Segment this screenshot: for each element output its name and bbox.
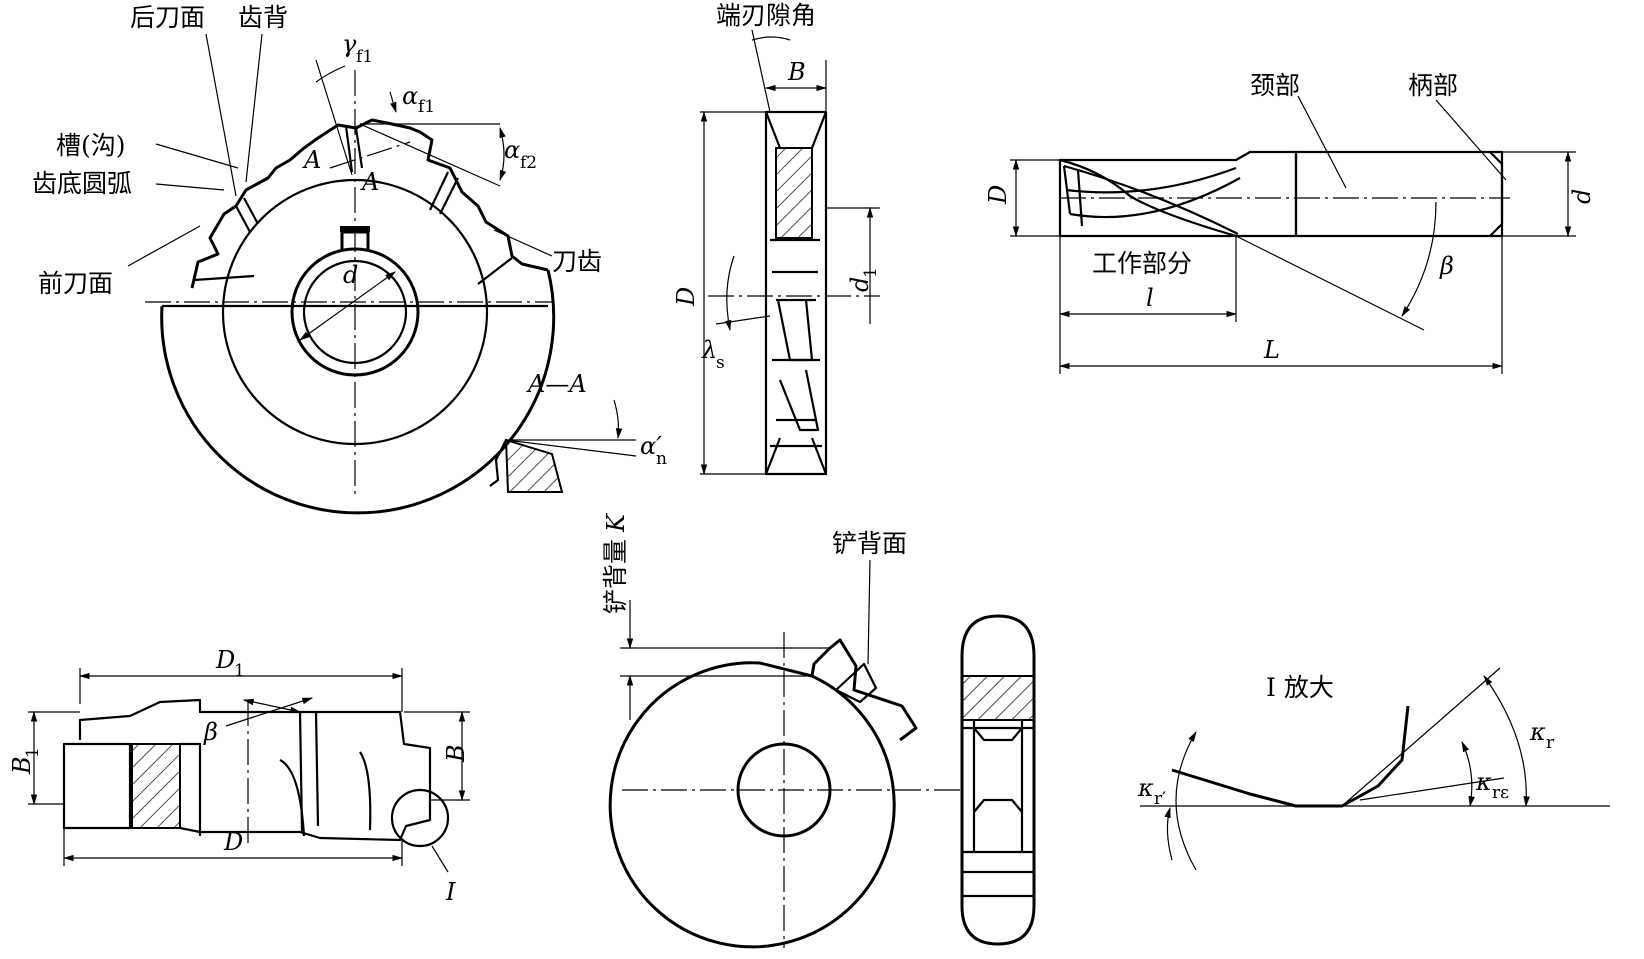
svg-text:α: α: [402, 82, 418, 110]
svg-text:K: K: [602, 512, 630, 533]
svg-text:r: r: [1546, 733, 1555, 753]
label-relief-amount: 铲背量 K: [601, 512, 630, 614]
svg-text:B: B: [8, 756, 36, 775]
label-detail-i: I: [445, 878, 456, 906]
section-aa-hatch: [504, 438, 564, 493]
view-end-mill: D d 工作部分 l L β 颈部 柄部: [984, 71, 1596, 374]
dim-B-top: B: [787, 58, 806, 86]
cutter-side-hatch: [775, 147, 813, 239]
outer-rim: [160, 269, 556, 515]
svg-text:f1: f1: [356, 47, 373, 67]
bore-d-label: d: [343, 261, 358, 289]
dim-D-endmill: D: [984, 185, 1012, 205]
svg-text:铲背量: 铲背量: [601, 539, 630, 614]
label-alpha-f2: α f2: [504, 136, 537, 173]
svg-text:α′: α′: [640, 432, 662, 460]
svg-text:d: d: [846, 277, 874, 292]
svg-text:λ: λ: [701, 336, 717, 364]
dim-B-shell: B: [442, 744, 470, 763]
end-mill-shank: [1294, 150, 1504, 238]
label-alpha-n: α′ n: [640, 432, 667, 469]
detail-circle: [390, 788, 450, 848]
section-aa-title: A—A: [526, 370, 587, 398]
label-rake-face: 前刀面: [38, 269, 113, 298]
form-cutter-rim: [608, 661, 896, 949]
svg-text:n: n: [656, 449, 667, 469]
shell-hub: [62, 742, 132, 830]
label-relieved-face: 铲背面: [832, 529, 907, 558]
svg-text:r′: r′: [1154, 789, 1166, 809]
dim-d-endmill: d: [1568, 189, 1596, 204]
svg-text:γ: γ: [342, 30, 357, 58]
label-enlarged: I 放大: [1266, 673, 1334, 702]
dim-B1: B 1: [8, 747, 43, 775]
svg-text:f1: f1: [418, 97, 435, 117]
view-shell-mill-section: D 1 D B 1 B β I: [8, 646, 470, 906]
label-tooth: 刀齿: [552, 247, 602, 276]
shell-hatch: [131, 743, 181, 829]
label-end-clearance: 端刃隙角: [716, 1, 816, 30]
end-mill-body: [1058, 150, 1298, 238]
svg-text:f2: f2: [520, 153, 537, 173]
detail-edge: [1171, 705, 1410, 808]
label-kappa-r-prime: κ r′: [1137, 774, 1166, 809]
section-a-left: A: [302, 146, 321, 174]
svg-text:D: D: [215, 646, 235, 674]
view-section-aa: A—A α′ n: [489, 370, 667, 493]
svg-text:κ: κ: [1137, 774, 1154, 802]
svg-text:s: s: [716, 353, 725, 373]
svg-text:1: 1: [234, 661, 245, 681]
view-detail-enlarged: I 放大 κ r κ rε κ r′: [1137, 667, 1610, 871]
label-beta-shell: β: [203, 718, 218, 746]
flute-1: [235, 205, 251, 233]
label-beta-endmill: β: [1439, 252, 1454, 280]
dim-D-side: D: [672, 287, 700, 307]
svg-text:κ: κ: [1475, 768, 1492, 796]
cutter-side-body: [764, 110, 828, 476]
dim-D1: D 1: [215, 646, 245, 681]
svg-text:1: 1: [23, 747, 43, 758]
form-cutter-side: [960, 614, 1036, 946]
form-cutter-teeth: [759, 638, 918, 742]
svg-text:α: α: [504, 136, 520, 164]
label-shank: 柄部: [1408, 71, 1458, 100]
dim-D-shell: D: [223, 828, 243, 856]
label-kappa-reps: κ rε: [1475, 768, 1509, 803]
dim-d1: d 1: [846, 267, 881, 292]
dim-L: L: [1263, 336, 1280, 364]
label-neck: 颈部: [1250, 71, 1300, 100]
label-gamma-f1: γ f1: [342, 30, 373, 67]
label-alpha-f1: α f1: [402, 82, 435, 117]
svg-text:1: 1: [861, 267, 881, 278]
section-a-right: A: [360, 168, 379, 196]
view-side-mill-section: 端刃隙角 B D d 1 λ s: [672, 1, 881, 476]
label-flute: 槽(沟): [56, 131, 126, 160]
label-rear-face: 后刀面: [130, 3, 205, 32]
svg-text:κ: κ: [1529, 718, 1546, 746]
view-form-cutter: 铲背量 K 铲背面: [601, 512, 1036, 949]
label-kappa-r: κ r: [1529, 718, 1555, 753]
label-root-arc: 齿底圆弧: [32, 169, 132, 198]
label-lambda-s: λ s: [701, 336, 725, 373]
svg-text:rε: rε: [1492, 783, 1509, 803]
dim-l: l: [1146, 284, 1154, 312]
label-working-part: 工作部分: [1092, 249, 1192, 278]
view-side-mill-front: d 后刀面 齿背 槽(沟) 齿底圆弧 前刀面 刀齿 γ f1 α f1 α: [32, 3, 602, 515]
label-tooth-back: 齿背: [238, 3, 288, 32]
